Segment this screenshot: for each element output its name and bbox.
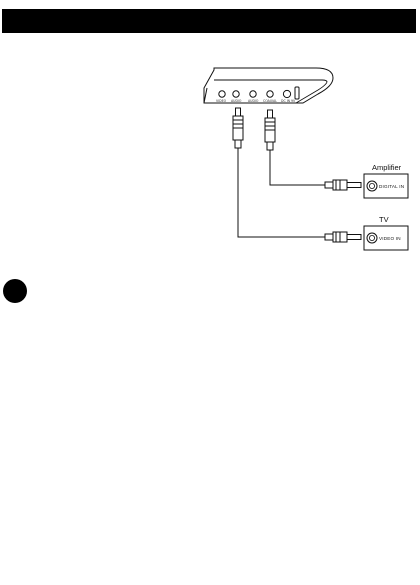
port-labels: VIDEO AUDIO AUDIO COAXIAL DC IN 9V — [216, 99, 296, 103]
headphone-switch — [295, 87, 299, 99]
port-label-coaxial: COAXIAL — [263, 99, 277, 103]
coaxial-plug — [265, 110, 275, 150]
port-label-video: VIDEO — [216, 99, 227, 103]
video-plug — [233, 108, 243, 148]
port-audio-right-jack — [250, 91, 256, 97]
digital-in-jack — [367, 181, 377, 191]
device-ports — [219, 87, 299, 99]
coaxial-cable — [270, 150, 333, 185]
amplifier-input-label: DIGITAL IN — [379, 184, 404, 189]
cables — [238, 148, 333, 237]
tv-title: TV — [379, 215, 389, 224]
port-coaxial-jack — [267, 91, 273, 97]
port-label-audio-right: AUDIO — [248, 99, 259, 103]
video-cable — [238, 148, 333, 237]
port-dc-in-jack — [283, 90, 290, 97]
tv-input-label: VIDEO IN — [379, 236, 401, 241]
dvd-player-side-view — [204, 68, 333, 103]
tv-plug — [325, 232, 361, 242]
amplifier-title: Amplifier — [372, 163, 402, 172]
port-label-audio-left: AUDIO — [231, 99, 242, 103]
tv-box: TV VIDEO IN — [364, 215, 408, 250]
port-video-jack — [219, 91, 225, 97]
video-in-jack — [367, 233, 377, 243]
port-label-dc-in: DC IN 9V — [281, 99, 296, 103]
amplifier-plug — [325, 180, 361, 190]
amplifier-box: Amplifier DIGITAL IN — [364, 163, 408, 198]
port-audio-left-jack — [233, 91, 239, 97]
step-bullet — [3, 279, 27, 303]
